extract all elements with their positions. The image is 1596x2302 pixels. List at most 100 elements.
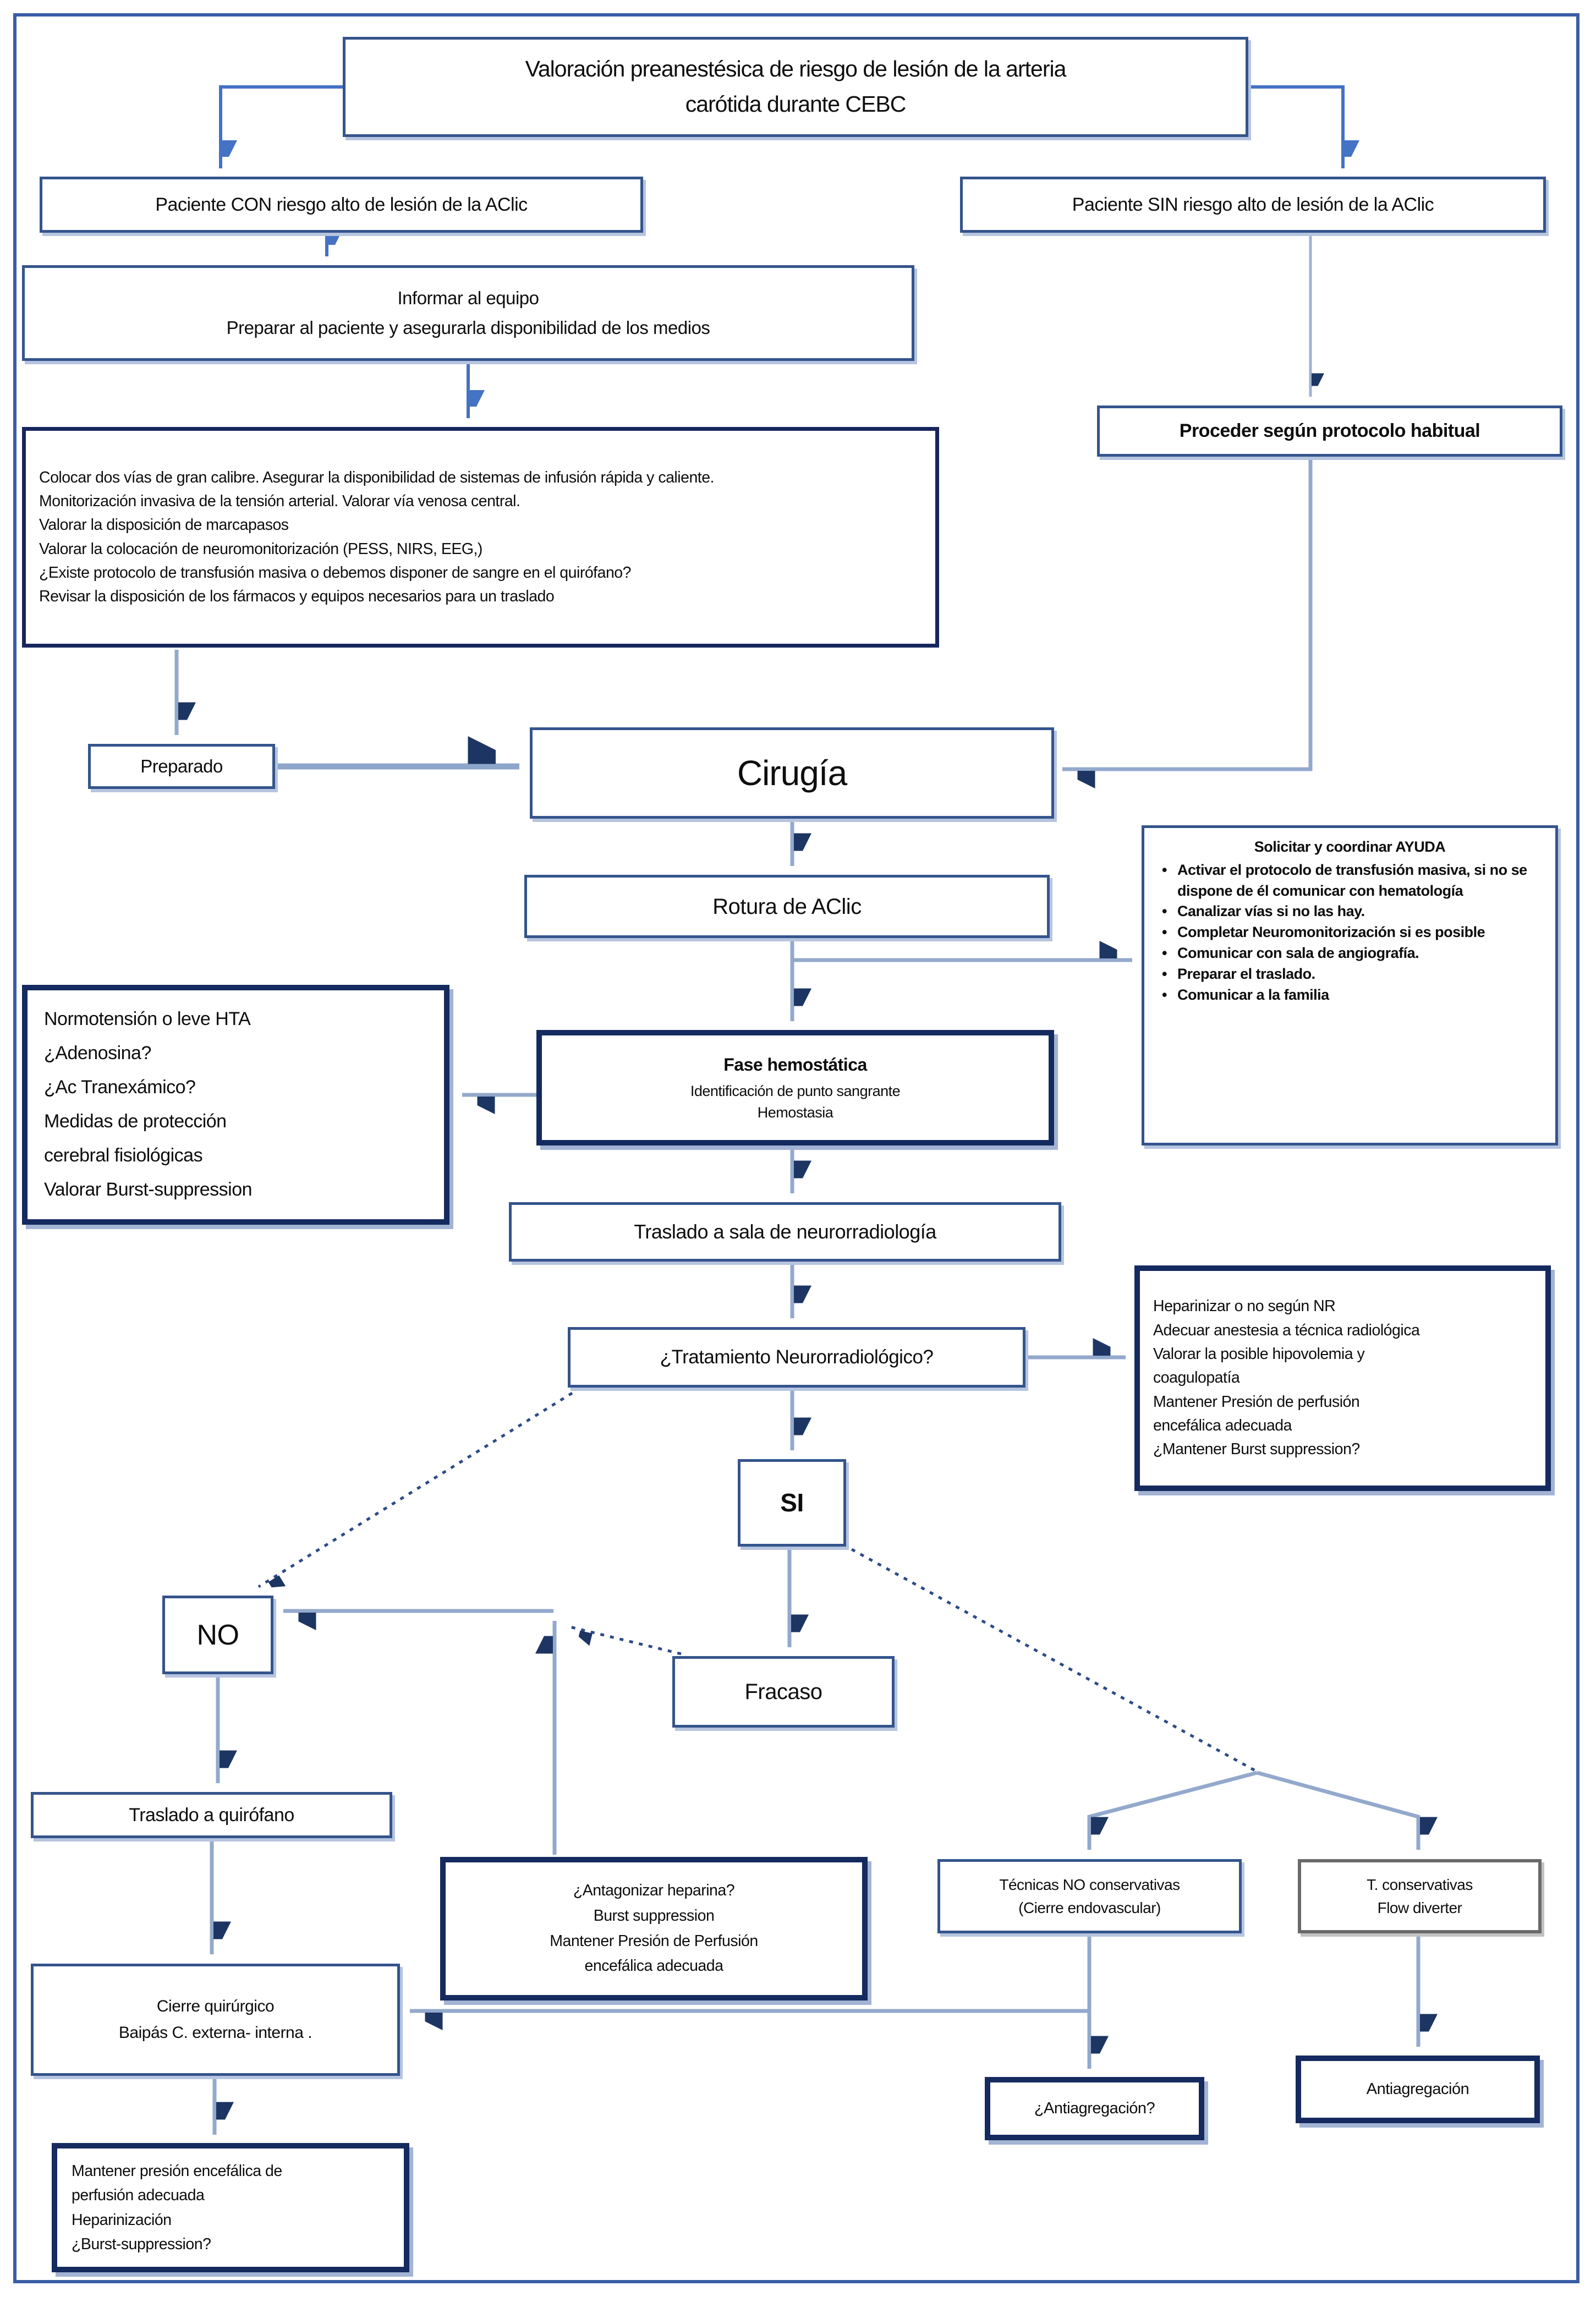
node-line: (Cierre endovascular)	[1018, 1899, 1161, 1916]
ant-line: Mantener Presión de Perfusión	[550, 1932, 758, 1950]
node-paciente-sin-riesgo: Paciente SIN riesgo alto de lesión de la…	[960, 177, 1546, 233]
prep-line: Revisar la disposición de los fármacos y…	[39, 588, 555, 606]
prep-line: Monitorización invasiva de la tensión ar…	[39, 492, 520, 510]
mant-line: ¿Burst-suppression?	[72, 2235, 211, 2253]
node-antiagregacion: Antiagregación	[1296, 2056, 1540, 2123]
node-tecnicas-no-conservativas: Técnicas NO conservativas (Cierre endova…	[937, 1859, 1242, 1933]
ayuda-list: Activar el protocolo de transfusión masi…	[1154, 860, 1545, 1006]
connector-title-to-con	[219, 85, 343, 168]
connector-si-to-branch-dashed	[851, 1548, 1258, 1773]
node-preparado: Preparado	[88, 744, 275, 789]
connector-rotura-to-ayuda	[790, 940, 1132, 962]
node-label: Proceder según protocolo habitual	[1179, 420, 1480, 441]
node-solicitar-ayuda: Solicitar y coordinar AYUDA Activar el p…	[1142, 825, 1558, 1145]
ant-line: ¿Antagonizar heparina?	[573, 1882, 735, 1900]
node-line: Preparar al paciente y asegurarla dispon…	[226, 317, 710, 338]
node-line: Informar al equipo	[397, 287, 539, 308]
node-label: Paciente SIN riesgo alto de lesión de la…	[1072, 194, 1434, 215]
hep-line: Mantener Presión de perfusión	[1153, 1393, 1360, 1411]
connector-tratamiento-to-no-dashed	[257, 1391, 573, 1587]
node-label: SI	[780, 1488, 804, 1517]
node-traslado-neurorradiologia: Traslado a sala de neurorradiología	[509, 1202, 1061, 1262]
node-mantener-presion: Mantener presión encefálica de perfusión…	[52, 2143, 409, 2272]
node-line: T. conservativas	[1367, 1876, 1473, 1893]
node-tecnicas-conservativas: T. conservativas Flow diverter	[1298, 1859, 1542, 1933]
node-label: Traslado a quirófano	[129, 1804, 294, 1826]
hep-line: Valorar la posible hipovolemia y	[1153, 1345, 1365, 1363]
node-no: NO	[162, 1596, 273, 1674]
ayuda-title: Solicitar y coordinar AYUDA	[1254, 838, 1446, 855]
node-fracaso: Fracaso	[672, 1656, 895, 1728]
hep-line: Heparinizar o no según NR	[1153, 1297, 1336, 1316]
normo-line: Medidas de protección	[44, 1111, 227, 1132]
connector-branch-to-tecnicas-cons	[1257, 1771, 1418, 1850]
node-fase-hemostatica: Fase hemostática Identificación de punto…	[536, 1030, 1054, 1145]
mant-line: Heparinización	[72, 2211, 172, 2229]
ayuda-item: Completar Neuromonitorización si es posi…	[1162, 922, 1545, 943]
hep-line: coagulopatía	[1153, 1369, 1240, 1387]
node-line: Técnicas NO conservativas	[999, 1876, 1180, 1893]
ayuda-item: Preparar el traslado.	[1162, 964, 1545, 985]
connector-proceder-to-cirugia	[1062, 459, 1313, 769]
node-traslado-quirofano: Traslado a quirófano	[31, 1792, 392, 1838]
title-line1: Valoración preanestésica de riesgo de le…	[525, 56, 1067, 82]
node-antagonizar-heparina: ¿Antagonizar heparina? Burst suppression…	[440, 1857, 868, 2000]
page-frame	[13, 13, 1579, 2283]
ayuda-item: Canalizar vías si no las hay.	[1162, 901, 1545, 922]
node-label: Rotura de AClic	[712, 894, 862, 919]
node-line: Cierre quirúrgico	[156, 1997, 275, 2015]
prep-line: Valorar la disposición de marcapasos	[39, 516, 289, 534]
node-label: ¿Tratamiento Neurorradiológico?	[660, 1346, 934, 1368]
ayuda-item: Comunicar a la familia	[1162, 985, 1545, 1006]
ayuda-item: Comunicar con sala de angiografía.	[1162, 943, 1545, 964]
node-label: ¿Antiagregación?	[1034, 2099, 1155, 2117]
prep-line: Colocar dos vías de gran calibre. Asegur…	[39, 468, 714, 486]
node-label: Cirugía	[737, 753, 847, 793]
node-tratamiento-neurorradiologico: ¿Tratamiento Neurorradiológico?	[568, 1327, 1025, 1388]
fase-title: Fase hemostática	[723, 1054, 867, 1075]
normo-line: cerebral fisiológicas	[44, 1144, 203, 1166]
hep-line: ¿Mantener Burst suppression?	[1153, 1440, 1360, 1459]
node-label: NO	[196, 1619, 240, 1651]
prep-line: Valorar la colocación de neuromonitoriza…	[39, 540, 482, 558]
node-heparinizar-nr: Heparinizar o no según NR Adecuar aneste…	[1134, 1265, 1551, 1491]
ant-line: Burst suppression	[593, 1906, 715, 1925]
prep-line: ¿Existe protocolo de transfusión masiva …	[39, 563, 632, 582]
fase-line: Hemostasia	[757, 1104, 833, 1121]
node-label: Antiagregación	[1366, 2080, 1469, 2098]
node-paciente-con-riesgo: Paciente CON riesgo alto de lesión de la…	[40, 177, 643, 233]
node-line: Flow diverter	[1377, 1899, 1462, 1916]
hep-line: encefálica adecuada	[1153, 1416, 1292, 1434]
ayuda-item: Activar el protocolo de transfusión masi…	[1162, 860, 1545, 902]
normo-line: Normotensión o leve HTA	[44, 1009, 251, 1030]
node-label: Fracaso	[744, 1680, 823, 1704]
node-cierre-quirurgico: Cierre quirúrgico Baipás C. externa- int…	[31, 1964, 400, 2076]
connector-title-to-sin	[1248, 85, 1343, 168]
node-line: Baipás C. externa- interna .	[118, 2024, 312, 2042]
node-lista-preparacion: Colocar dos vías de gran calibre. Asegur…	[22, 427, 939, 648]
mant-line: Mantener presión encefálica de	[72, 2162, 282, 2180]
node-label: Traslado a sala de neurorradiología	[634, 1220, 936, 1243]
connectors	[174, 85, 1418, 2135]
node-label: Preparado	[140, 756, 223, 777]
node-antiagregacion-pregunta: ¿Antiagregación?	[985, 2077, 1204, 2140]
node-cirugia: Cirugía	[530, 727, 1054, 819]
ant-line: encefálica adecuada	[584, 1957, 723, 1975]
node-informar-equipo: Informar al equipo Preparar al paciente …	[22, 265, 914, 361]
hep-line: Adecuar anestesia a técnica radiológica	[1153, 1321, 1420, 1339]
node-title: Valoración preanestésica de riesgo de le…	[343, 37, 1248, 137]
node-normotension: Normotensión o leve HTA ¿Adenosina? ¿Ac …	[22, 985, 449, 1225]
connector-fracaso-to-junction-dashed	[569, 1625, 682, 1656]
node-si: SI	[738, 1459, 846, 1547]
fase-line: Identificación de punto sangrante	[690, 1083, 901, 1100]
node-rotura-aclic: Rotura de AClic	[524, 875, 1050, 938]
mant-line: perfusión adecuada	[72, 2186, 205, 2205]
normo-line: Valorar Burst-suppression	[44, 1179, 253, 1200]
connector-branch-to-tecnicas-no	[1087, 1771, 1258, 1850]
node-label: Paciente CON riesgo alto de lesión de la…	[155, 194, 528, 215]
title-line2: carótida durante CEBC	[685, 91, 907, 117]
normo-line: ¿Ac Tranexámico?	[44, 1077, 196, 1098]
node-proceder-protocolo: Proceder según protocolo habitual	[1097, 405, 1562, 457]
